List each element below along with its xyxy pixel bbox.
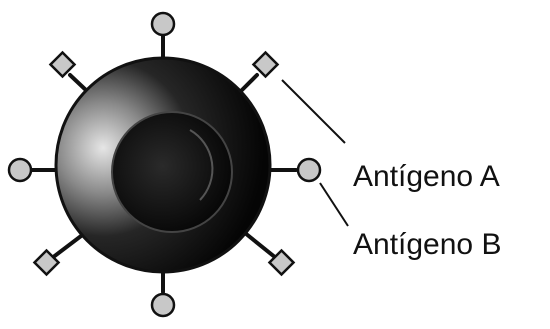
antigen-a-label: Antígeno A — [353, 160, 500, 193]
antigen-b-circle-icon — [150, 11, 176, 37]
antigen-b-label: Antígeno B — [353, 228, 501, 261]
antigen-a-diamond-icon — [48, 50, 77, 79]
antigen-b-leader-line — [319, 182, 349, 227]
antigen-a-diamond-icon — [32, 248, 61, 277]
cell-center — [111, 111, 233, 233]
antigen-a-diamond-icon — [267, 248, 296, 277]
antigen-b-circle-icon — [150, 292, 176, 318]
antigen-a-leader-line — [281, 79, 346, 144]
antigen-a-diamond-icon — [251, 50, 280, 79]
antigen-b-circle-icon — [296, 157, 322, 183]
cell-center-highlight — [189, 129, 214, 201]
antigen-b-circle-icon — [7, 157, 33, 183]
